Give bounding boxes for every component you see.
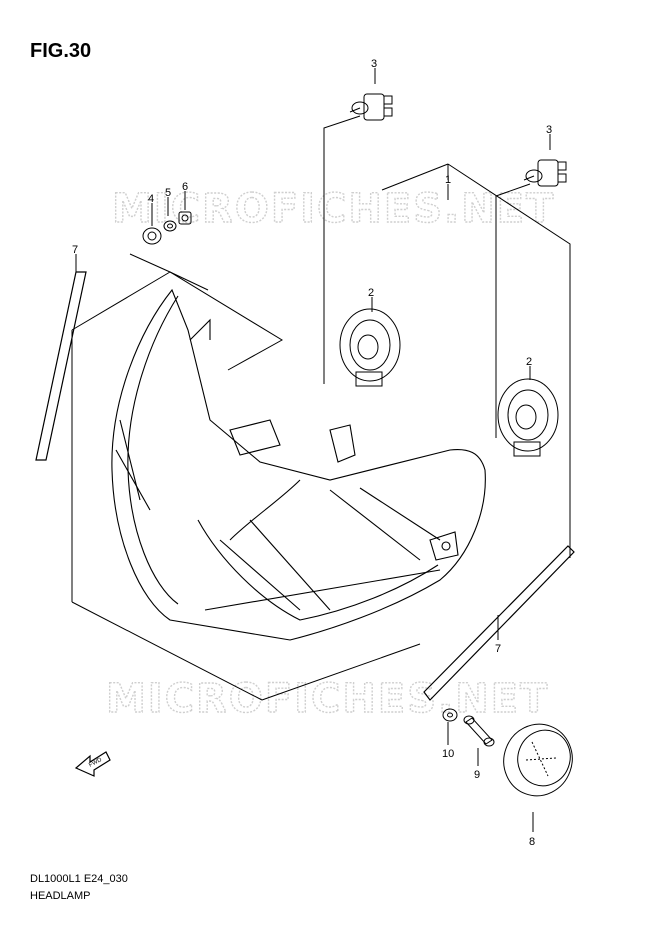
headlamp-housing-icon bbox=[111, 288, 486, 641]
callout-10: 10 bbox=[442, 748, 454, 760]
bulb-left-icon bbox=[349, 93, 393, 121]
bulb-left-leader bbox=[323, 115, 361, 384]
callout-2-left: 2 bbox=[368, 287, 374, 299]
socket-left-icon bbox=[339, 308, 401, 387]
callout-3-right: 3 bbox=[546, 124, 552, 136]
socket-right-icon bbox=[497, 378, 559, 457]
nut-icon bbox=[178, 211, 192, 225]
seal-strip-left-icon bbox=[35, 271, 87, 461]
callout-8: 8 bbox=[529, 836, 535, 848]
callout-1: 1 bbox=[445, 174, 451, 186]
section-name: HEADLAMP bbox=[30, 890, 91, 902]
callout-9: 9 bbox=[474, 769, 480, 781]
watermark-top: MICROFICHES.NET bbox=[112, 186, 555, 232]
assembly-outline-box bbox=[447, 163, 571, 558]
callout-4: 4 bbox=[148, 193, 154, 205]
watermark-bottom: MICROFICHES.NET bbox=[106, 676, 549, 722]
bulb-right-icon bbox=[523, 159, 567, 187]
bolt-grommet-icon bbox=[142, 227, 162, 245]
cover-cap-icon bbox=[503, 723, 573, 797]
bolt-group-bracket bbox=[129, 253, 283, 371]
model-code: DL1000L1 E24_030 bbox=[30, 873, 128, 885]
callout-3-left: 3 bbox=[371, 58, 377, 70]
bulb-right-leader bbox=[495, 183, 531, 438]
forward-direction-arrow-icon: FWD bbox=[74, 751, 111, 777]
callout-6: 6 bbox=[182, 181, 188, 193]
callout-7-right: 7 bbox=[495, 643, 501, 655]
washer-icon bbox=[163, 220, 177, 232]
callout-5: 5 bbox=[165, 187, 171, 199]
spacer-icon bbox=[463, 715, 495, 747]
callout-7-left: 7 bbox=[72, 244, 78, 256]
small-washer-icon bbox=[442, 708, 458, 722]
callout-2-right: 2 bbox=[526, 356, 532, 368]
seal-strip-right-icon bbox=[423, 545, 575, 701]
figure-title: FIG.30 bbox=[30, 40, 92, 62]
